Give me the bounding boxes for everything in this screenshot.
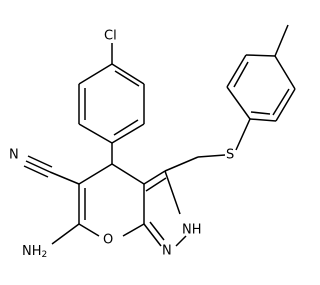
structure-canvas: Cl S N NH2 O N NH — [9, 24, 296, 261]
tolyl-ring — [226, 54, 296, 122]
molecule-drawing: Cl S N NH2 O N NH — [9, 24, 296, 261]
atom-cl: Cl — [104, 29, 117, 44]
pyran-ring — [78, 163, 145, 237]
thioether-chain — [164, 118, 251, 172]
nitrile-group — [23, 155, 80, 185]
atom-o: O — [103, 233, 113, 248]
amino-bond — [51, 223, 80, 245]
atom-nh: NH — [182, 223, 202, 238]
atom-s: S — [226, 148, 234, 163]
pyrazole-ring — [143, 170, 187, 247]
methyl-bond — [274, 24, 289, 57]
atom-nh2-text: NH — [22, 244, 42, 259]
atom-n-ring: N — [162, 244, 172, 259]
atom-nh2-subscript: 2 — [42, 250, 48, 260]
chlorophenyl-ring — [78, 63, 145, 144]
atom-n-nitrile: N — [9, 148, 19, 163]
atom-nh2: NH2 — [22, 244, 47, 261]
